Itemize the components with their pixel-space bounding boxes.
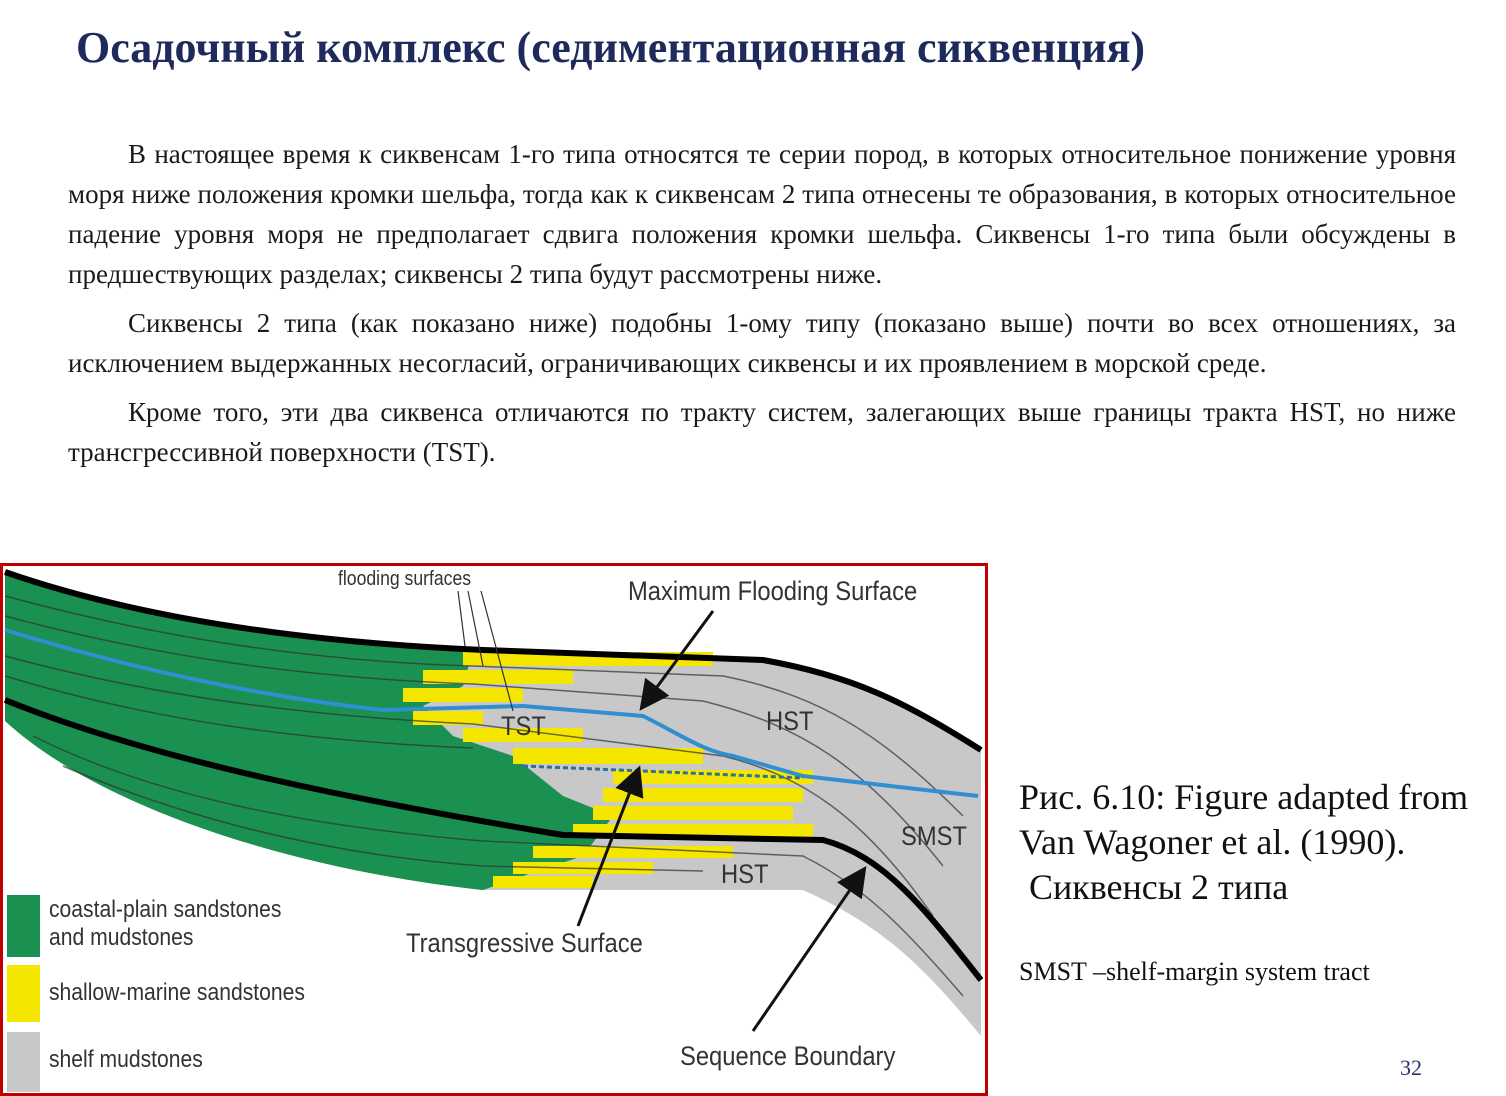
mfs-arrow [639,610,715,711]
legend-label-coastal-plain: coastal-plain sandstones and mudstones [49,896,281,952]
legend-swatch-shelf-mudstones [7,1032,40,1092]
slide-body-text: В настоящее время к сиквенсам 1-го типа … [68,134,1456,481]
legend-swatch-shallow-marine [7,965,40,1022]
upper-sequence-boundary [4,569,983,753]
slide-title: Осадочный комплекс (седиментационная сик… [76,23,1146,72]
lower-sequence-boundary [3,697,984,982]
legend-label-line-2: and mudstones [49,924,194,951]
legend-label-line-1: coastal-plain sandstones [49,896,282,923]
smst-note: SMST –shelf-margin system tract [1019,957,1370,986]
paragraph-1: В настоящее время к сиквенсам 1-го типа … [68,139,1456,289]
page-number: 32 [1400,1055,1422,1080]
label-transgressive-surface: Transgressive Surface [406,928,643,958]
label-hst-upper: HST [766,706,814,736]
label-sequence-boundary: Sequence Boundary [680,1041,896,1071]
caption-line-3: Сиквенсы 2 типа [1029,867,1289,907]
paragraph-3: Кроме того, эти два сиквенса отличаются … [68,397,1456,467]
caption-line-2: Van Wagoner et al. (1990). [1019,822,1406,862]
figure-caption: Рис. 6.10: Figure adapted from Van Wagon… [1019,775,1468,910]
caption-line-1: Рис. 6.10: Figure adapted from [1019,777,1469,817]
shallow-marine-sandstones [403,652,813,888]
legend-label-shallow-marine: shallow-marine sandstones [49,979,305,1006]
label-tst: TST [501,711,546,741]
paragraph-2: Сиквенсы 2 типа (как показано ниже) подо… [68,308,1456,378]
label-max-flooding-surface: Maximum Flooding Surface [628,576,918,606]
label-smst: SMST [901,821,968,851]
sb-arrow [751,866,867,1032]
ts-arrow [576,765,644,927]
legend-swatch-coastal-plain [7,895,40,957]
bedding-lines [4,595,964,997]
label-flooding-surfaces: flooding surfaces [338,568,472,590]
flooding-surface-pointers [457,590,514,712]
sequence-stratigraphy-diagram: flooding surfaces Maximum Flooding Surfa… [0,563,988,1096]
legend-label-shelf-mudstones: shelf mudstones [49,1046,203,1073]
max-flooding-surface-line [4,628,979,798]
label-hst-lower: HST [721,859,769,889]
diagram-drawing [3,569,984,1036]
